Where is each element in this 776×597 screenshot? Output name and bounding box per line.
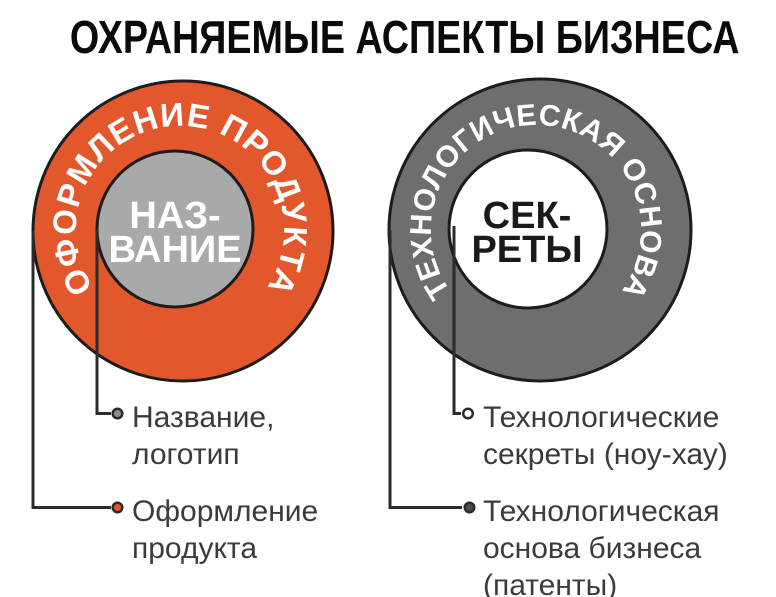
right-center-label-line2: РЕТЫ [471, 229, 582, 271]
legend-label-tech-secrets: Технологические секреты (ноу-хау) [483, 401, 728, 471]
page-title: ОХРАНЯЕМЫЕ АСПЕКТЫ БИЗНЕСА [69, 11, 740, 63]
bullet-name-logo [111, 407, 124, 420]
left-center-label-line2: ВАНИЕ [108, 229, 241, 271]
connector-left-outer [31, 231, 111, 509]
connector-left-inner [95, 229, 111, 415]
right-donut-center-circle [447, 148, 609, 310]
legend-label-tech-basis: Технологическая основа бизнеса (патенты) [483, 495, 720, 597]
right-center-label-line1: СЕК- [483, 195, 572, 237]
bullet-tech-basis [463, 501, 476, 514]
bullet-product-design [111, 501, 124, 514]
connector-right-outer [388, 230, 462, 509]
left-center-label-line1: НАЗ- [129, 195, 220, 237]
legend-label-product-design: Оформление продукта [132, 495, 319, 565]
connector-right-inner [452, 226, 461, 415]
bullet-tech-secrets [461, 407, 475, 420]
legend-label-name-logo: Название, логотип [132, 401, 275, 471]
